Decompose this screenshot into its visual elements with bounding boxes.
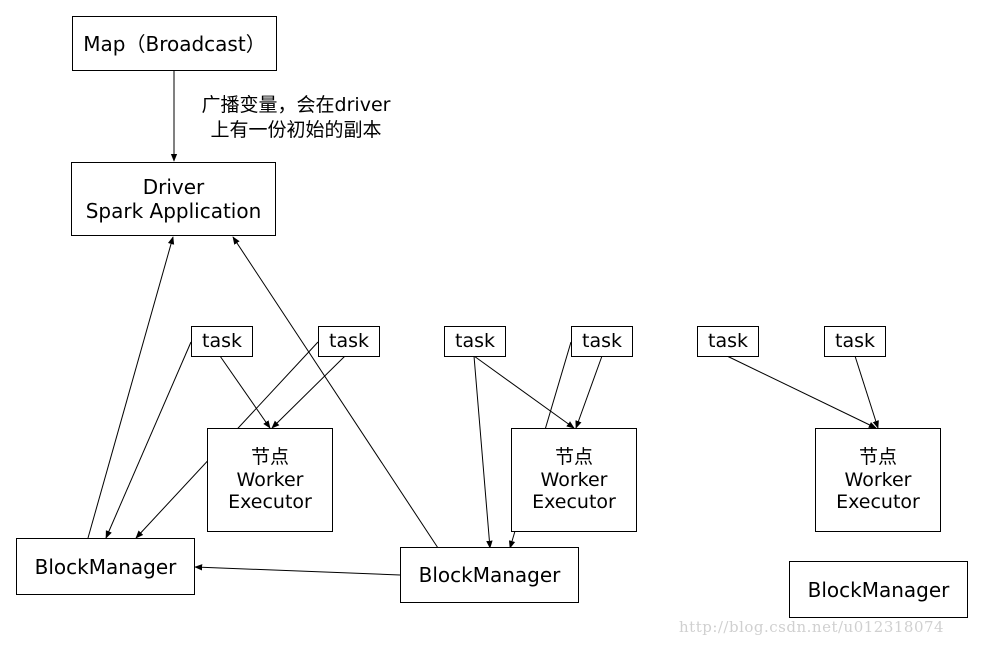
- arrow-task1-to-bm1: [105, 341, 192, 539]
- executor-node-label: 节点: [858, 445, 897, 468]
- executor-box-2: 节点 Worker Executor: [511, 428, 637, 532]
- arrow-task6-to-exec3: [854, 355, 879, 429]
- task-label: task: [835, 330, 875, 353]
- task-label: task: [582, 330, 622, 353]
- task-label: task: [329, 330, 369, 353]
- executor-node-label: 节点: [250, 445, 289, 468]
- task-box-1: task: [191, 326, 253, 357]
- spark-application-label: Spark Application: [85, 199, 262, 223]
- arrow-bm1-to-driver: [87, 236, 175, 539]
- executor-node-label: 节点: [554, 445, 593, 468]
- executor-box-1: 节点 Worker Executor: [207, 428, 333, 532]
- executor-executor-label: Executor: [532, 491, 616, 514]
- arrow-bm2-to-driver: [232, 236, 439, 549]
- watermark-text: http://blog.csdn.net/u012318074: [679, 618, 945, 636]
- executor-worker-label: Worker: [236, 468, 304, 491]
- executor-box-3: 节点 Worker Executor: [815, 428, 941, 532]
- block-manager-box-2: BlockManager: [400, 547, 579, 603]
- task-box-3: task: [444, 326, 506, 357]
- arrow-task4-to-exec2: [575, 355, 603, 429]
- task-box-6: task: [824, 326, 886, 357]
- map-broadcast-label: Map（Broadcast）: [83, 31, 266, 56]
- task-label: task: [708, 330, 748, 353]
- annotation-line1: 广播变量，会在driver: [201, 94, 391, 116]
- arrow-bm2-to-bm1: [194, 564, 401, 576]
- executor-executor-label: Executor: [836, 491, 920, 514]
- block-manager-label: BlockManager: [807, 577, 950, 602]
- driver-label: Driver: [142, 175, 205, 199]
- driver-box: Driver Spark Application: [71, 162, 276, 236]
- arrow-task3-to-exec2: [473, 355, 575, 429]
- executor-executor-label: Executor: [228, 491, 312, 514]
- arrow-task3-to-bm2: [473, 355, 493, 549]
- block-manager-box-1: BlockManager: [16, 538, 195, 595]
- task-label: task: [455, 330, 495, 353]
- task-box-2: task: [318, 326, 380, 357]
- executor-worker-label: Worker: [844, 468, 912, 491]
- task-box-4: task: [571, 326, 633, 357]
- block-manager-label: BlockManager: [418, 563, 561, 587]
- block-manager-label: BlockManager: [34, 554, 177, 579]
- executor-worker-label: Worker: [540, 468, 608, 491]
- map-broadcast-box: Map（Broadcast）: [72, 16, 277, 71]
- annotation-line2: 上有一份初始的副本: [210, 118, 382, 141]
- task-label: task: [202, 330, 242, 353]
- task-box-5: task: [697, 326, 759, 357]
- arrow-task5-to-exec3: [726, 355, 877, 429]
- arrow-task2-to-exec1: [271, 355, 346, 429]
- block-manager-box-3: BlockManager: [789, 561, 968, 618]
- arrow-task1-to-exec1: [219, 355, 271, 429]
- broadcast-annotation: 广播变量，会在driver 上有一份初始的副本: [186, 93, 406, 142]
